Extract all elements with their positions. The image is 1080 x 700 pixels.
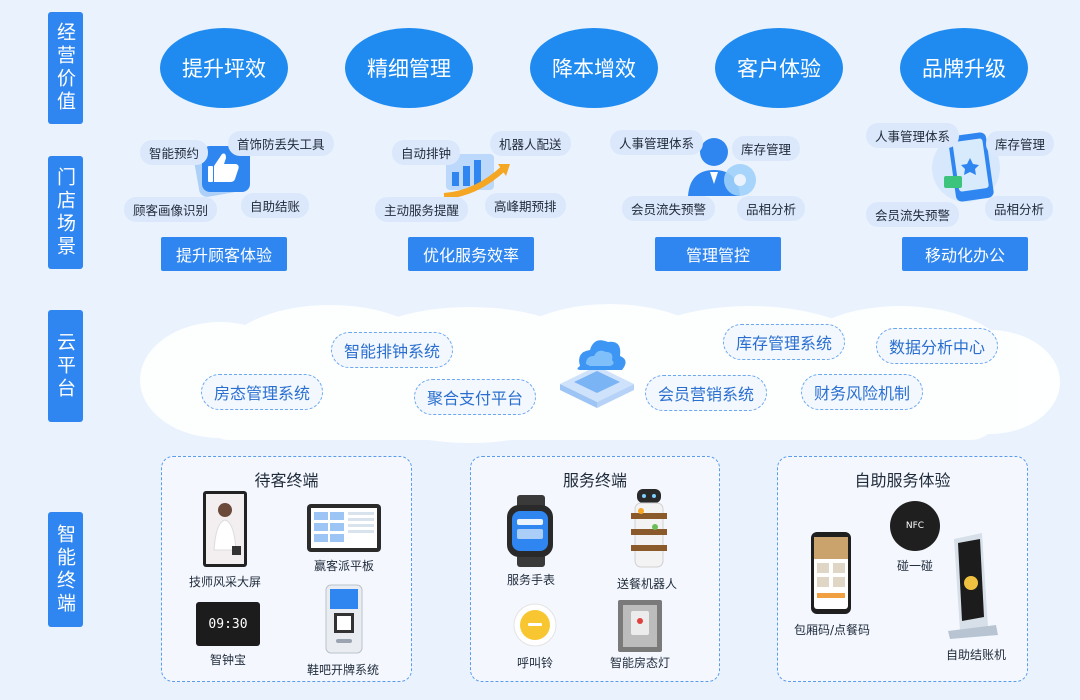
mobile-phone-icon — [932, 132, 1000, 202]
device-label: 自助结账机 — [945, 648, 1007, 662]
side-tab-cloud: 云平台 — [48, 310, 83, 422]
scene-tag: 智能预约 — [140, 140, 209, 165]
cloud-service: 智能排钟系统 — [331, 332, 454, 368]
device-label: 智钟宝 — [209, 653, 247, 667]
cloud-service: 会员营销系统 — [645, 375, 768, 411]
nfc-tag: NFC — [890, 501, 940, 551]
scene-tag: 自动排钟 — [392, 140, 461, 165]
scene-tag: 高峰期预排 — [485, 193, 566, 218]
cloud-service: 数据分析中心 — [876, 328, 999, 364]
scene-button: 管理管控 — [655, 237, 781, 271]
scene-tag: 首饰防丢失工具 — [228, 131, 334, 156]
terminal-panel-guest: 待客终端 技师风采大屏 赢客派平板 09:30 智钟宝 鞋吧开牌系统 — [161, 456, 412, 682]
nfc-text: NFC — [905, 521, 925, 531]
scene-tag: 自助结账 — [241, 193, 310, 218]
cloud-service: 财务风险机制 — [801, 374, 924, 410]
scene-tag: 库存管理 — [732, 136, 801, 161]
scene-tag: 会员流失预警 — [866, 202, 960, 227]
cloud-service: 聚合支付平台 — [414, 379, 537, 415]
clock-time: 09:30 — [208, 616, 248, 632]
scene-button: 优化服务效率 — [408, 237, 534, 271]
robot-icon — [631, 489, 667, 568]
panel-title: 自助服务体验 — [854, 471, 951, 490]
scene-tag: 人事管理体系 — [866, 123, 960, 148]
scene-tag: 品相分析 — [985, 196, 1054, 221]
kiosk-icon — [325, 584, 363, 654]
scene-tag: 机器人配送 — [490, 131, 571, 156]
call-bell-icon — [513, 603, 557, 647]
device-label: 智能房态灯 — [609, 656, 671, 670]
device-label: 送餐机器人 — [616, 577, 678, 591]
cloud-service: 房态管理系统 — [201, 374, 324, 410]
portrait-screen-icon — [203, 491, 247, 567]
value-oval: 客户体验 — [715, 28, 843, 108]
side-tab-scene: 门店场景 — [48, 156, 83, 269]
terminal-panel-self: 自助服务体验 包厢码/点餐码 NFC 碰一碰 自助结账机 — [777, 456, 1028, 682]
self-checkout-icon — [948, 533, 998, 639]
device-label: 赢客派平板 — [313, 559, 375, 573]
device-label: 碰一碰 — [896, 559, 934, 573]
scene-tag: 主动服务提醒 — [375, 197, 469, 222]
value-oval: 提升坪效 — [160, 28, 288, 108]
terminal-panel-service: 服务终端 服务手表 送餐机器人 呼叫铃 智能房态灯 — [470, 456, 720, 682]
device-label: 服务手表 — [506, 573, 556, 587]
panel-title: 服务终端 — [562, 471, 627, 490]
room-light-icon — [618, 600, 662, 652]
panel-title: 待客终端 — [254, 471, 319, 490]
scene-button: 移动化办公 — [902, 237, 1028, 271]
scene-tag: 顾客画像识别 — [124, 197, 218, 222]
value-oval: 降本增效 — [530, 28, 658, 108]
watch-icon — [507, 495, 553, 567]
phone-menu-icon — [811, 532, 851, 614]
scene-button: 提升顾客体验 — [161, 237, 287, 271]
cloud-service: 库存管理系统 — [723, 324, 846, 360]
scene-tag: 人事管理体系 — [610, 130, 704, 155]
thumbs-up-icon — [193, 145, 250, 197]
value-oval: 精细管理 — [345, 28, 473, 108]
chart-growth-icon — [443, 154, 510, 199]
scene-tag: 库存管理 — [986, 131, 1055, 156]
device-label: 呼叫铃 — [516, 656, 554, 670]
scene-tag: 会员流失预警 — [622, 196, 716, 221]
side-tab-terminal: 智能终端 — [48, 512, 83, 627]
clock-device: 09:30 — [196, 602, 260, 646]
device-label: 鞋吧开牌系统 — [306, 663, 380, 677]
side-tab-value: 经营价值 — [48, 12, 83, 124]
value-oval: 品牌升级 — [900, 28, 1028, 108]
device-label: 包厢码/点餐码 — [793, 623, 871, 637]
tablet-icon — [307, 504, 381, 552]
device-label: 技师风采大屏 — [188, 575, 262, 589]
cloud-server-icon — [560, 340, 634, 408]
scene-tag: 品相分析 — [737, 196, 806, 221]
user-gear-icon — [688, 138, 756, 196]
